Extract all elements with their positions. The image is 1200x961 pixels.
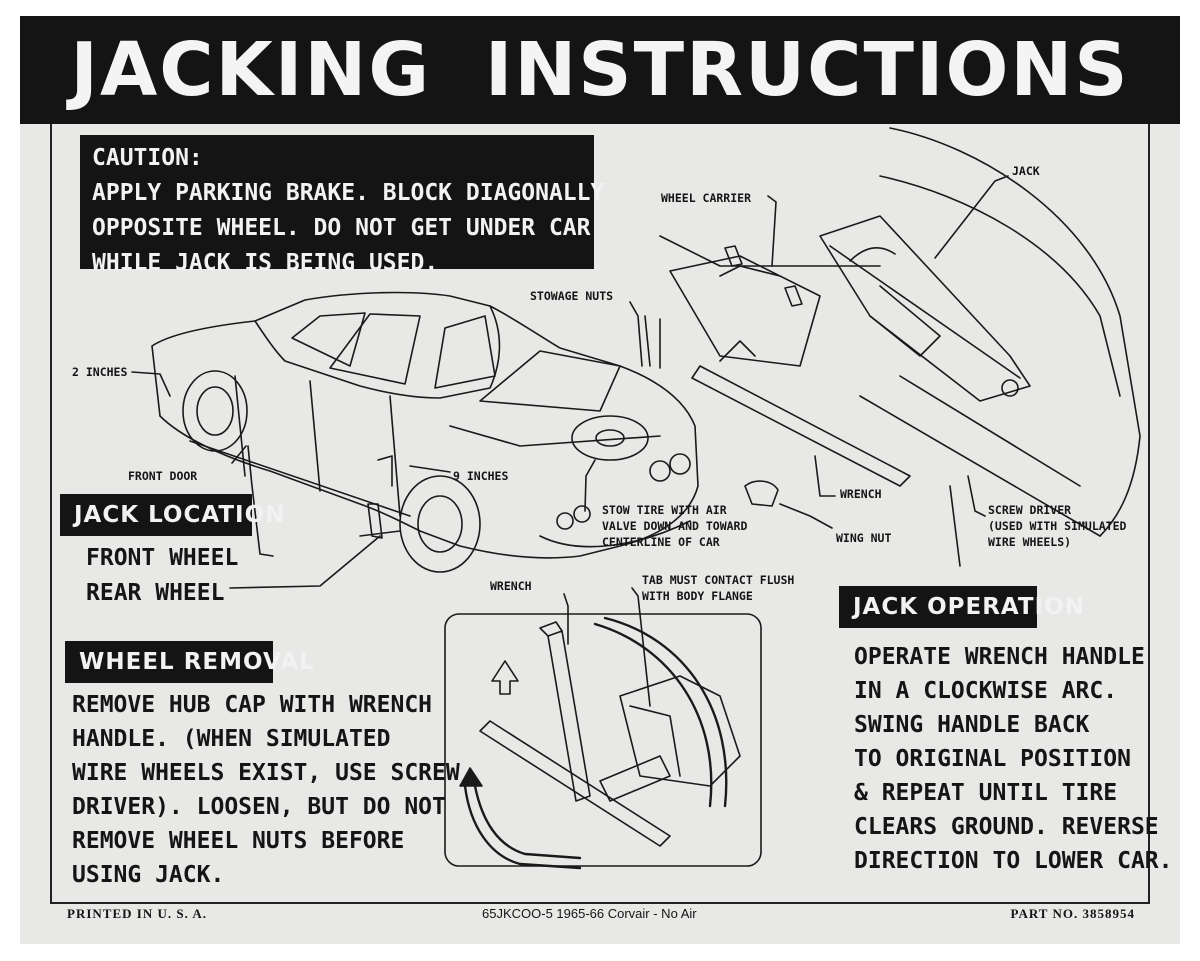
wheel-removal-line: REMOVE HUB CAP WITH WRENCH: [72, 692, 433, 718]
stow-tire-line: VALVE DOWN AND TOWARD: [602, 519, 748, 533]
footer-part-number: PART NO. 3858954: [1010, 906, 1135, 921]
stow-tire-line: CENTERLINE OF CAR: [602, 535, 720, 549]
callout-nine-inches: 9 INCHES: [453, 469, 509, 483]
wheel-removal-line: HANDLE. (WHEN SIMULATED: [72, 726, 391, 752]
car-illustration: [151, 291, 699, 573]
screw-driver-line: SCREW DRIVER: [988, 503, 1072, 517]
wheel-removal-text: REMOVE HUB CAP WITH WRENCH HANDLE. (WHEN…: [72, 688, 460, 892]
jack-mechanism-illustration: [659, 127, 1141, 567]
jack-operation-line: OPERATE WRENCH HANDLE: [854, 644, 1145, 670]
wheel-removal-line: WIRE WHEELS EXIST, USE SCREW: [72, 760, 460, 786]
jacking-decal: JACKING INSTRUCTIONS: [20, 16, 1180, 944]
callout-screw-driver: SCREW DRIVER (USED WITH SIMULATED WIRE W…: [988, 502, 1126, 550]
callout-wheel-carrier: WHEEL CARRIER: [661, 191, 752, 205]
wheel-removal-line: USING JACK.: [72, 862, 225, 888]
caution-line: OPPOSITE WHEEL. DO NOT GET UNDER CAR: [92, 215, 591, 241]
footer-printed-in: PRINTED IN U. S. A.: [67, 906, 207, 921]
jack-operation-line: IN A CLOCKWISE ARC.: [854, 678, 1118, 704]
wrench-detail-illustration: [444, 613, 762, 870]
tab-must-line: WITH BODY FLANGE: [642, 589, 753, 603]
caution-line: CAUTION:: [92, 145, 203, 171]
callout-front-door: FRONT DOOR: [128, 469, 198, 483]
jack-operation-line: TO ORIGINAL POSITION: [854, 746, 1131, 772]
jack-operation-heading: JACK OPERATION: [839, 586, 1084, 628]
callout-wing-nut: WING NUT: [836, 531, 892, 545]
callout-stow-tire: STOW TIRE WITH AIR VALVE DOWN AND TOWARD…: [602, 502, 747, 550]
wheel-removal-heading: WHEEL REMOVAL: [65, 641, 314, 683]
caution-box: CAUTION: APPLY PARKING BRAKE. BLOCK DIAG…: [80, 135, 605, 276]
illustrations: [131, 127, 1141, 870]
wheel-removal-line: REMOVE WHEEL NUTS BEFORE: [72, 828, 405, 854]
stow-tire-line: STOW TIRE WITH AIR: [602, 503, 727, 517]
callout-stowage-nuts: STOWAGE NUTS: [530, 289, 614, 303]
callout-wrench-bottom: WRENCH: [490, 579, 532, 593]
wheel-removal-line: DRIVER). LOOSEN, BUT DO NOT: [72, 794, 446, 820]
jack-operation-line: & REPEAT UNTIL TIRE: [854, 780, 1118, 806]
jack-location-item: REAR WHEEL: [86, 580, 225, 606]
jack-location-heading: JACK LOCATION: [60, 494, 284, 536]
screw-driver-line: (USED WITH SIMULATED: [988, 519, 1127, 533]
jack-operation-line: CLEARS GROUND. REVERSE: [854, 814, 1159, 840]
callout-arrows: [131, 175, 1009, 707]
footer-model-info: 65JKCOO-5 1965-66 Corvair - No Air: [482, 906, 697, 921]
callout-two-inches: 2 INCHES: [72, 365, 128, 379]
jack-location-list: FRONT WHEEL REAR WHEEL: [86, 541, 238, 611]
jack-operation-text: OPERATE WRENCH HANDLE IN A CLOCKWISE ARC…: [854, 640, 1173, 878]
callout-tab-must-contact: TAB MUST CONTACT FLUSH WITH BODY FLANGE: [642, 572, 794, 604]
caution-line: WHILE JACK IS BEING USED.: [92, 250, 439, 276]
page-title: JACKING INSTRUCTIONS: [20, 16, 1180, 124]
jack-location-item: FRONT WHEEL: [86, 545, 239, 571]
callout-jack: JACK: [1012, 164, 1040, 178]
caution-line: APPLY PARKING BRAKE. BLOCK DIAGONALLY: [92, 180, 605, 206]
jack-operation-line: DIRECTION TO LOWER CAR.: [854, 848, 1173, 874]
tab-must-line: TAB MUST CONTACT FLUSH: [642, 573, 795, 587]
jack-operation-line: SWING HANDLE BACK: [854, 712, 1090, 738]
callout-wrench-top: WRENCH: [840, 487, 882, 501]
screw-driver-line: WIRE WHEELS): [988, 535, 1072, 549]
decal-frame: [50, 124, 1150, 904]
